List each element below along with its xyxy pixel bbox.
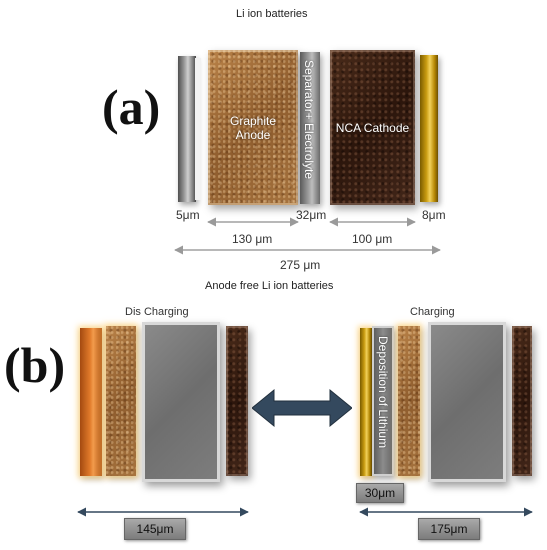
copper-current-collector	[80, 328, 102, 476]
deposition-label: Deposition of Lithium	[376, 336, 390, 449]
dim-100um: 100 μm	[352, 232, 393, 246]
nca-cathode-label: NCA Cathode	[335, 120, 410, 135]
collector-highlight	[195, 58, 201, 200]
nca-cathode: NCA Cathode	[330, 50, 415, 205]
anode-layer-charged	[398, 326, 420, 476]
panel-b-title: Anode free Li ion batteries	[205, 280, 334, 292]
dim-130um: 130 μm	[232, 232, 273, 246]
dim-5um: 5μm	[176, 208, 200, 222]
panel-a-label: (a)	[102, 79, 161, 135]
lithium-deposition-layer	[372, 326, 394, 476]
graphite-anode-label: Graphite Anode	[229, 113, 277, 142]
cathode-charged	[512, 326, 532, 476]
separator-electrolyte	[300, 52, 320, 204]
double-arrow-icon	[252, 388, 352, 428]
discharging-label: Dis Charging	[125, 306, 189, 318]
separator-electrolyte-discharged	[142, 322, 220, 482]
dim-8um: 8μm	[422, 208, 446, 222]
dim-30um: 30μm	[356, 483, 404, 503]
anode-layer-discharged	[106, 326, 136, 476]
cathode-current-collector	[420, 55, 438, 202]
panel-b-label: (b)	[4, 337, 66, 393]
dim-275um: 275 μm	[280, 258, 321, 272]
charging-label: Charging	[410, 306, 455, 318]
panel-a-title: Li ion batteries	[236, 8, 308, 20]
dim-145um: 145μm	[124, 518, 186, 540]
graphite-anode: Graphite Anode	[208, 50, 298, 205]
anode-current-collector	[178, 56, 196, 202]
separator-label: Separator+ Electrolyte	[302, 60, 316, 180]
separator-electrolyte-charged	[428, 322, 506, 482]
charged-current-collector	[360, 328, 372, 476]
dim-175um: 175μm	[418, 518, 480, 540]
cathode-discharged	[226, 326, 248, 476]
dim-32um: 32μm	[296, 208, 327, 222]
